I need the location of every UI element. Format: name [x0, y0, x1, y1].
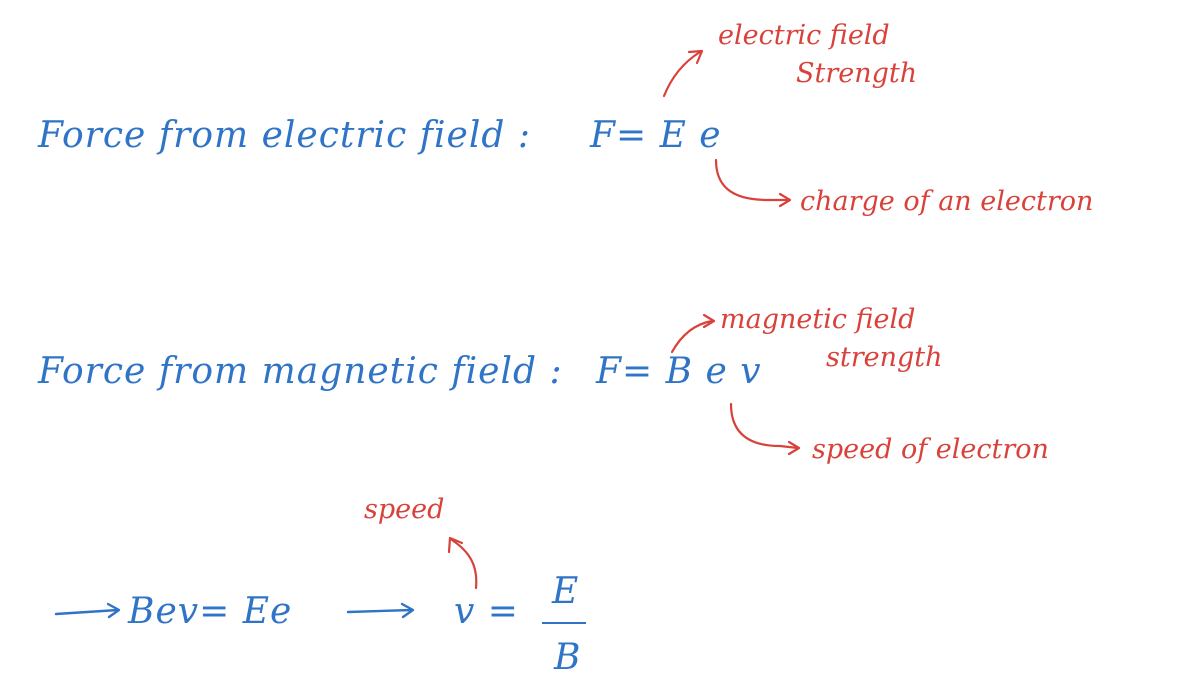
magnetic-field-annotation-line2: strength: [826, 342, 943, 373]
result-equation: Bev= Ee: [128, 591, 293, 632]
electric-field-annotation-line1: electric field: [718, 20, 890, 51]
arrowhead-implies: [400, 602, 415, 619]
magnetic-force-equation: F= B e v: [596, 351, 762, 392]
arrowhead-speed-of-electron: [787, 440, 801, 456]
speed-annotation: speed: [364, 494, 445, 525]
arrow-to-charge: [714, 158, 790, 202]
fraction-denominator: B: [554, 637, 582, 678]
magnetic-force-label: Force from magnetic field :: [38, 351, 563, 392]
magnetic-field-annotation-line1: magnetic field: [720, 304, 916, 335]
arrowhead-speed: [447, 536, 464, 554]
arrow-to-magnetic-strength: [670, 319, 714, 354]
fraction-bar: [542, 622, 586, 624]
arrowhead-magnetic-strength: [702, 313, 716, 329]
fraction-numerator: E: [552, 571, 580, 612]
arrow-to-field-strength: [662, 50, 702, 98]
electric-force-equation: F= E e: [590, 115, 722, 156]
arrow-to-speed-of-electron: [729, 402, 800, 450]
velocity-label: v =: [454, 591, 519, 632]
electric-field-annotation-line2: Strength: [796, 58, 918, 89]
arrowhead-field-strength: [687, 49, 704, 65]
arrow-lead-in: [54, 608, 120, 616]
charge-annotation: charge of an electron: [800, 186, 1094, 217]
speed-of-electron-annotation: speed of electron: [812, 434, 1049, 465]
arrow-implies: [346, 608, 414, 614]
arrowhead-charge: [778, 192, 792, 208]
arrow-to-speed: [450, 538, 478, 590]
electric-force-label: Force from electric field :: [38, 115, 531, 156]
arrowhead-lead-in: [106, 602, 121, 619]
